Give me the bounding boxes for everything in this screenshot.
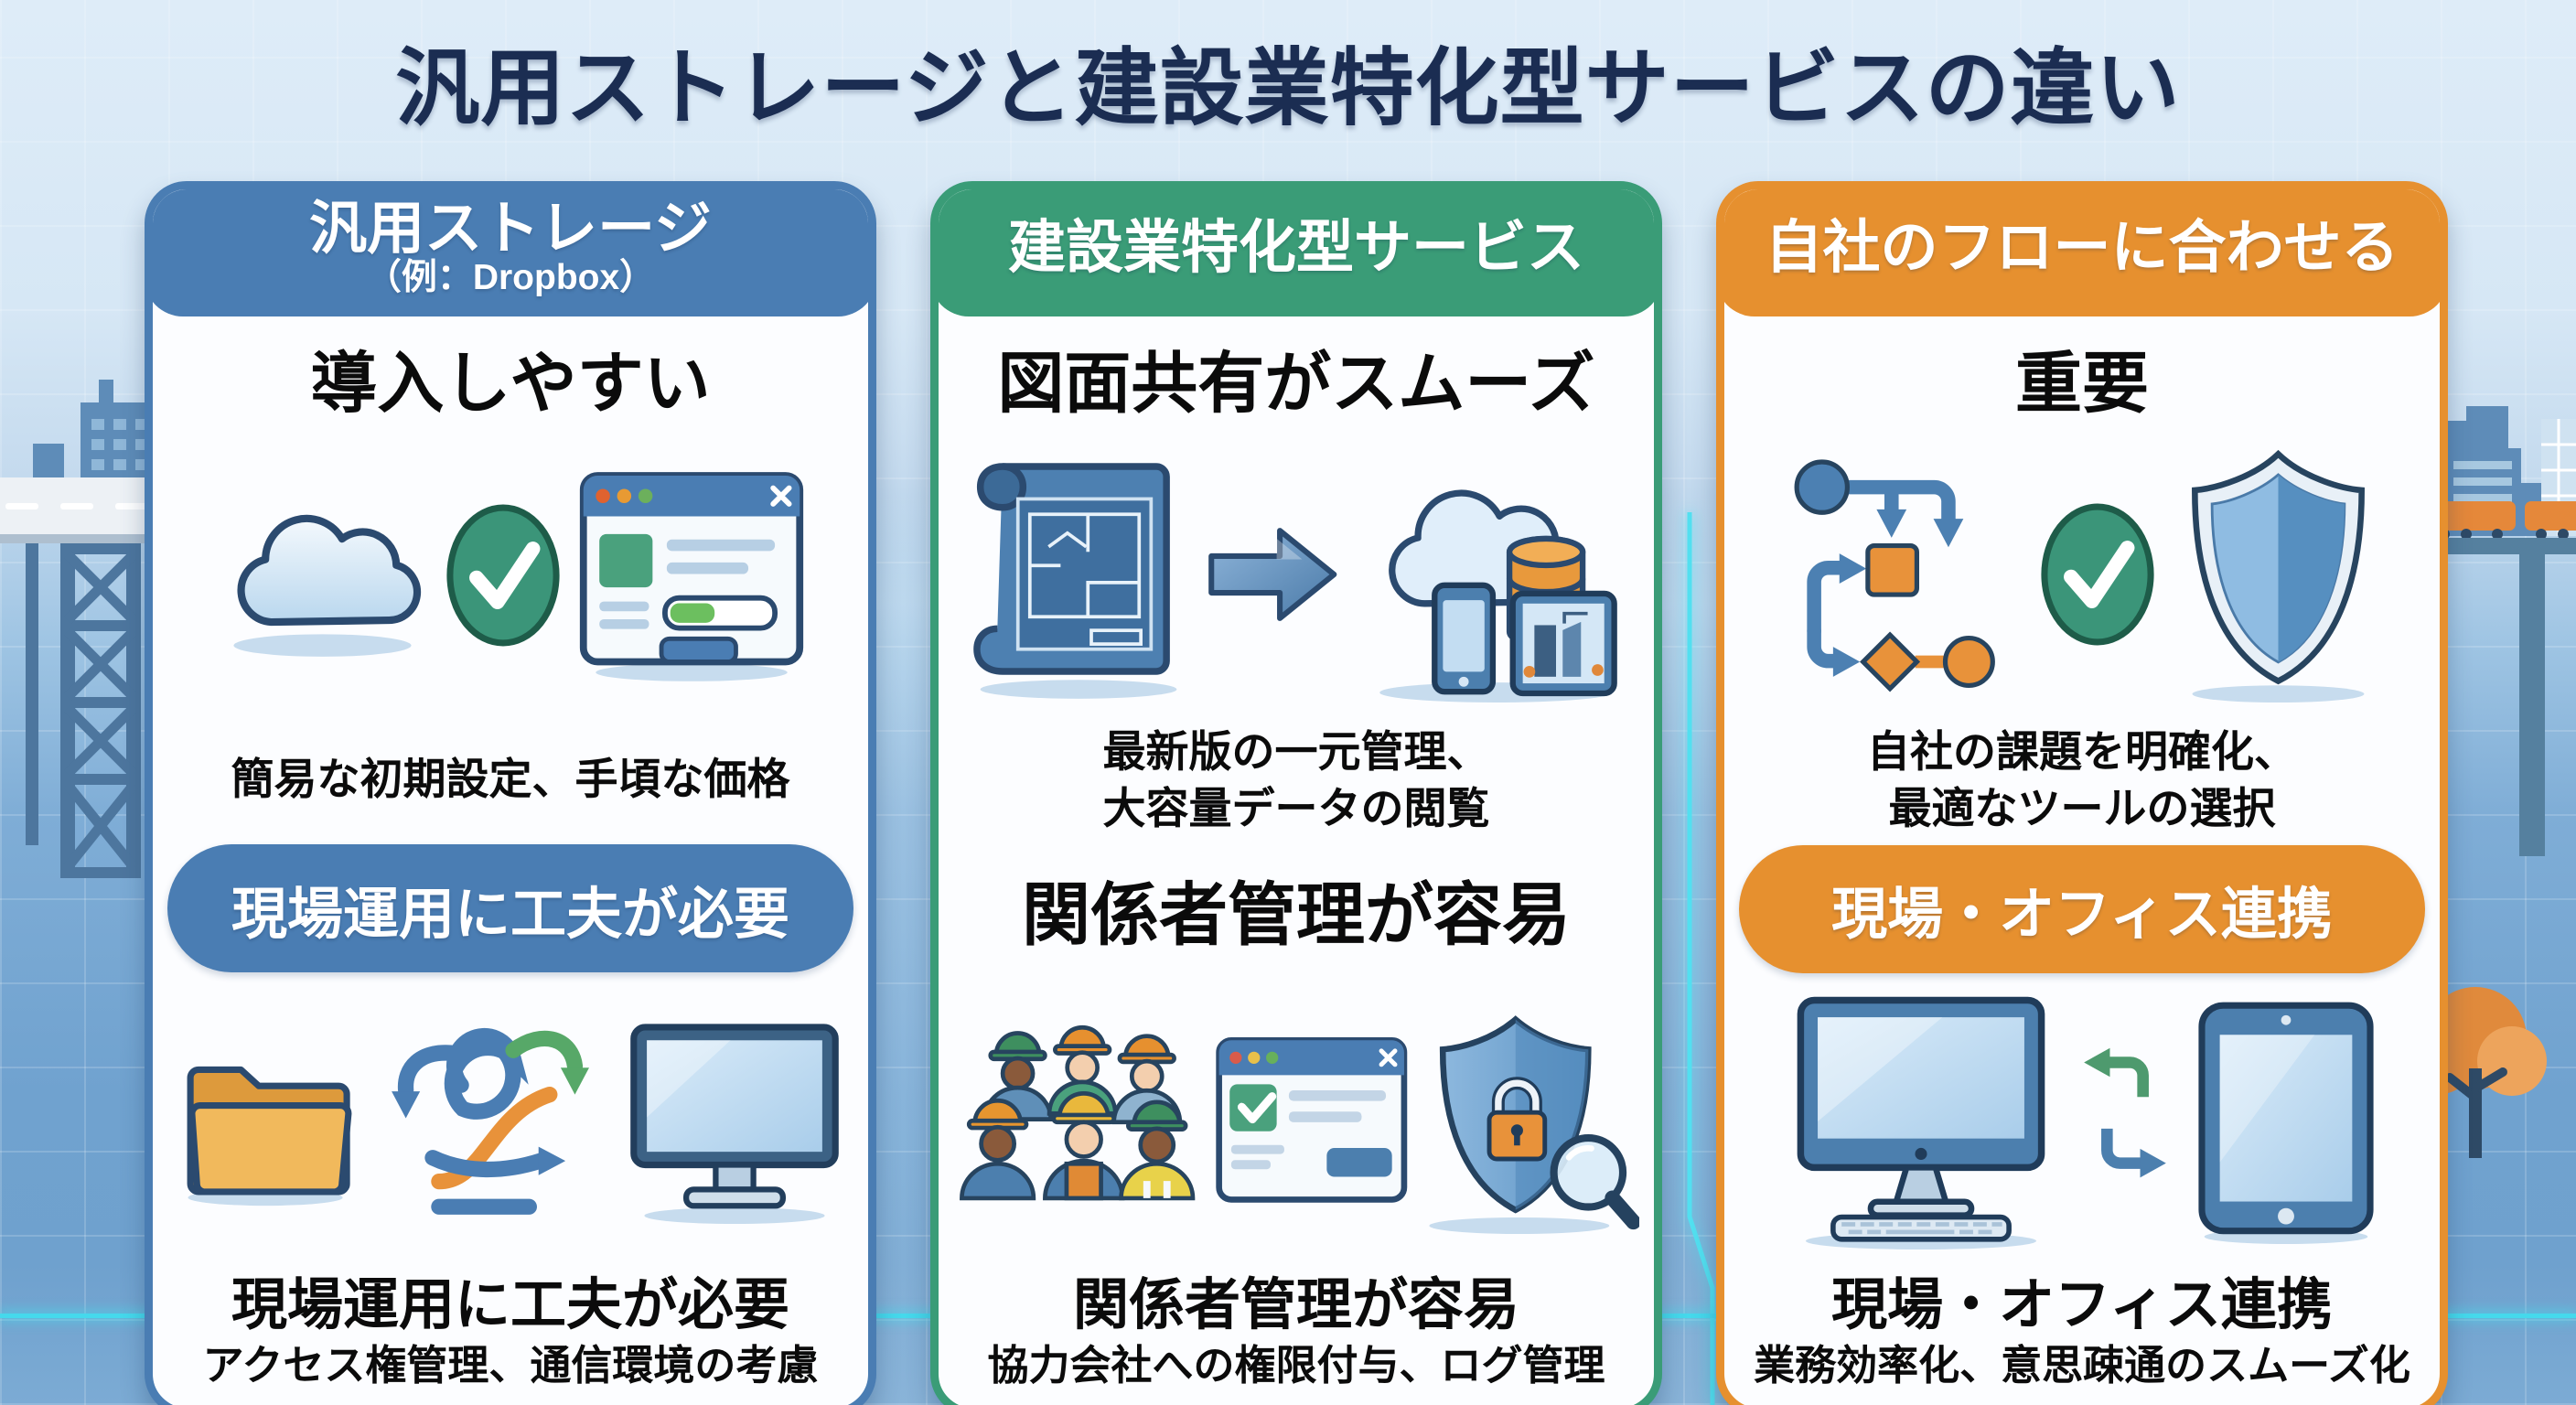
card-title: 汎用ストレージ bbox=[309, 196, 712, 261]
section2-band: 関係者管理が容易 bbox=[953, 845, 1639, 973]
tablet-icon bbox=[2198, 1002, 2374, 1245]
lock-icon bbox=[1487, 1077, 1548, 1162]
card-header-match-own-flow: 自社のフローに合わせる bbox=[1724, 189, 2440, 316]
icon-row bbox=[953, 981, 1639, 1261]
section-heading: 導入しやすい bbox=[310, 347, 711, 421]
caption-line: 大容量データの閲覧 bbox=[1102, 783, 1490, 832]
icon-row bbox=[167, 981, 853, 1261]
footer-block: 関係者管理が容易 協力会社への権限付与、ログ管理 bbox=[987, 1270, 1605, 1391]
caption-line: 最適なツールの選択 bbox=[1888, 783, 2276, 832]
smartphone-icon bbox=[1432, 582, 1497, 695]
card-general-storage: 汎用ストレージ （例：Dropbox） 導入しやすい bbox=[145, 181, 876, 1405]
card-subtitle: （例：Dropbox） bbox=[365, 258, 656, 298]
footer-block: 現場・オフィス連携 業務効率化、意思疎通のスムーズ化 bbox=[1754, 1270, 2410, 1391]
folder-icon bbox=[187, 1067, 352, 1207]
section-heading: 図面共有がスムーズ bbox=[997, 347, 1595, 421]
icon-row bbox=[953, 434, 1639, 714]
card-match-own-flow: 自社のフローに合わせる 重要 bbox=[1716, 181, 2448, 1405]
flowchart-icon bbox=[1794, 459, 1995, 692]
section-caption: 自社の課題を明確化、 最適なツールの選択 bbox=[1867, 724, 2297, 837]
sync-arrows-icon bbox=[2084, 1047, 2166, 1178]
footer-caption: 協力会社への権限付与、ログ管理 bbox=[987, 1341, 1605, 1389]
footer-title: 現場・オフィス連携 bbox=[1831, 1273, 2333, 1336]
icon-row bbox=[167, 435, 853, 715]
blueprint-icon bbox=[973, 463, 1177, 699]
icon-row bbox=[1739, 981, 2425, 1261]
check-circle-icon bbox=[2040, 503, 2154, 646]
card-header-construction-service: 建設業特化型サービス bbox=[939, 189, 1654, 316]
card-construction-service: 建設業特化型サービス 図面共有がスムーズ bbox=[930, 181, 1662, 1405]
page-title: 汎用ストレージと建設業特化型サービスの違い bbox=[395, 42, 2181, 135]
close-icon bbox=[769, 485, 792, 508]
footer-block: 現場運用に工夫が必要 アクセス権管理、通信環境の考慮 bbox=[203, 1270, 819, 1391]
footer-title: 関係者管理が容易 bbox=[1072, 1273, 1519, 1336]
card-title: 建設業特化型サービス bbox=[1008, 216, 1584, 281]
card-body: 重要 bbox=[1724, 316, 2440, 1405]
cloud-icon bbox=[232, 514, 421, 657]
cloud-database-devices-icon bbox=[1379, 489, 1617, 703]
tangled-arrows-icon bbox=[392, 1027, 589, 1215]
truss-bridge bbox=[26, 543, 141, 878]
monitor-icon bbox=[630, 1024, 839, 1224]
check-circle-icon bbox=[445, 504, 560, 647]
desktop-computer-icon bbox=[1797, 996, 2045, 1250]
caption-line: 自社の課題を明確化、 bbox=[1867, 726, 2297, 776]
section-pill: 現場運用に工夫が必要 bbox=[167, 844, 853, 973]
card-header-general-storage: 汎用ストレージ （例：Dropbox） bbox=[153, 189, 868, 316]
construction-workers-icon bbox=[960, 1025, 1196, 1201]
section-pill: 現場・オフィス連携 bbox=[1739, 844, 2425, 973]
section-caption: 簡易な初期設定、手頃な価格 bbox=[231, 724, 790, 835]
card-title: 自社のフローに合わせる bbox=[1765, 216, 2399, 281]
train-icon bbox=[2420, 501, 2576, 856]
section-heading: 関係者管理が容易 bbox=[1021, 876, 1571, 954]
section-heading: 重要 bbox=[2015, 347, 2149, 421]
app-window-icon bbox=[579, 472, 803, 681]
shield-lock-magnifier-icon bbox=[1429, 1015, 1639, 1235]
section-caption: 最新版の一元管理、 大容量データの閲覧 bbox=[1103, 724, 1490, 837]
card-body: 図面共有がスムーズ bbox=[939, 316, 1654, 1405]
keyboard-icon bbox=[1830, 1214, 2012, 1242]
card-body: 導入しやすい bbox=[153, 316, 868, 1405]
footer-caption: アクセス権管理、通信環境の考慮 bbox=[202, 1341, 819, 1389]
section2-band: 現場・オフィス連携 bbox=[1739, 844, 2425, 973]
shield-icon bbox=[2191, 450, 2365, 703]
caption-line: 簡易な初期設定、手頃な価格 bbox=[231, 755, 790, 804]
close-icon bbox=[1379, 1048, 1398, 1067]
icon-row bbox=[1739, 434, 2425, 714]
city-skyline-right bbox=[2410, 406, 2576, 1158]
section2-band: 現場運用に工夫が必要 bbox=[167, 844, 853, 973]
tablet-buildings-icon bbox=[1509, 591, 1617, 697]
footer-caption: 業務効率化、意思疎通のスムーズ化 bbox=[1754, 1341, 2410, 1389]
magnifier-icon bbox=[1550, 1134, 1639, 1230]
footer-title: 現場運用に工夫が必要 bbox=[231, 1273, 789, 1336]
checklist-window-icon bbox=[1216, 1037, 1408, 1203]
caption-line: 最新版の一元管理、 bbox=[1102, 726, 1490, 776]
arrow-right-icon bbox=[1208, 528, 1337, 622]
